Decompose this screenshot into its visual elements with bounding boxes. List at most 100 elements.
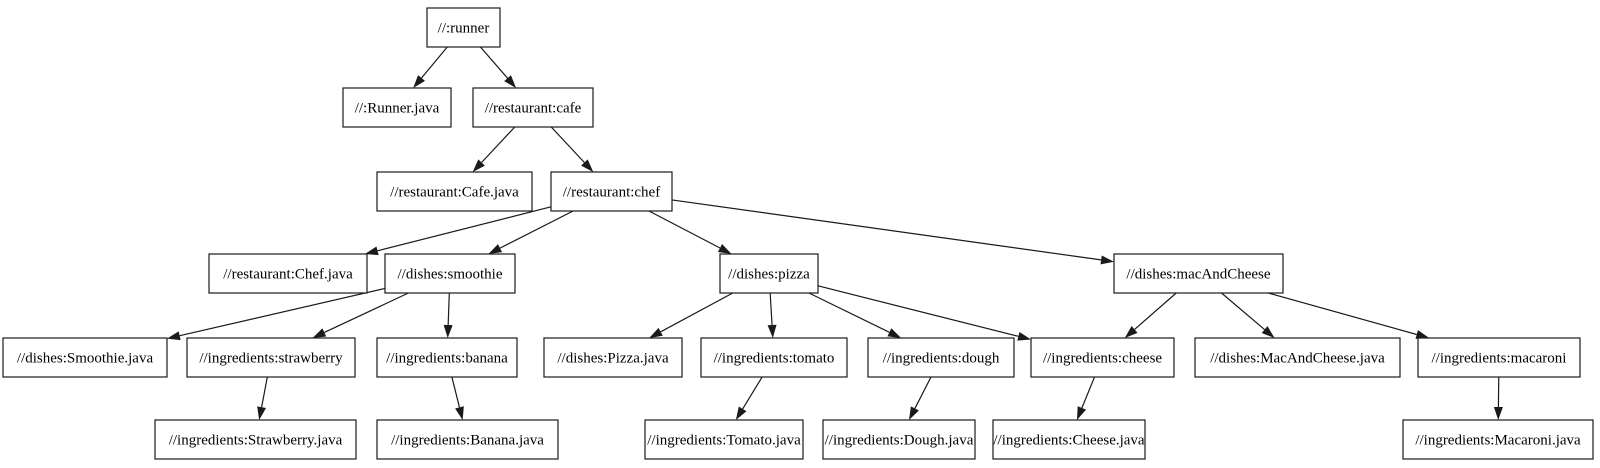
node-box (1417, 337, 1581, 378)
node-label: //restaurant:Cafe.java (390, 185, 519, 201)
edge-line (421, 46, 448, 79)
node-label: //ingredients:tomato (714, 351, 835, 367)
edge-line (769, 292, 773, 326)
node-box (644, 419, 804, 460)
graph-edge-banana-to-banana_java (451, 376, 464, 420)
node-label: //ingredients:Strawberry.java (169, 433, 343, 449)
graph-node-chef_java: //restaurant:Chef.java (208, 253, 368, 294)
graph-node-strawberry: //ingredients:strawberry (186, 337, 356, 378)
graph-node-mac_and_cheese: //dishes:macAndCheese (1113, 253, 1284, 294)
edge-arrowhead-icon (908, 406, 919, 420)
graph-node-cheese: //ingredients:cheese (1030, 337, 1175, 378)
graph-edge-chef-to-chef_java (364, 206, 552, 256)
graph-node-smoothie: //dishes:smoothie (384, 253, 516, 294)
edge-arrowhead-icon (413, 75, 425, 88)
graph-node-dough: //ingredients:dough (867, 337, 1015, 378)
edge-arrowhead-icon (581, 159, 594, 172)
edge-line (1081, 376, 1096, 409)
graph-node-tomato_java: //ingredients:Tomato.java (644, 419, 804, 460)
node-label: //ingredients:Dough.java (825, 433, 974, 449)
node-box (1402, 419, 1594, 460)
graph-node-cafe: //restaurant:cafe (472, 87, 594, 128)
node-label: //ingredients:strawberry (199, 351, 343, 367)
edge-line (914, 376, 932, 409)
node-label: //:Runner.java (355, 101, 440, 117)
graph-node-runner_java: //:Runner.java (342, 87, 452, 128)
node-box (426, 7, 501, 48)
edge-line (648, 210, 721, 249)
node-box (154, 419, 357, 460)
edge-line (671, 199, 1102, 261)
edge-line (1268, 292, 1417, 336)
edge-arrowhead-icon (1493, 406, 1503, 420)
node-box (472, 87, 594, 128)
graph-node-banana_java: //ingredients:Banana.java (376, 419, 559, 460)
node-label: //ingredients:macaroni (1432, 351, 1567, 367)
node-box (208, 253, 368, 294)
graph-node-pizza_java: //dishes:Pizza.java (543, 337, 683, 378)
graph-node-pizza: //dishes:pizza (719, 253, 819, 294)
node-label: //ingredients:banana (386, 351, 508, 367)
graph-edge-runner-to-cafe (479, 46, 517, 88)
graph-edge-cheese-to-cheese_java (1076, 376, 1096, 420)
edge-line (808, 292, 890, 333)
edge-arrowhead-icon (1017, 331, 1031, 341)
graph-node-dough_java: //ingredients:Dough.java (822, 419, 976, 460)
node-box (1113, 253, 1284, 294)
edge-arrowhead-icon (488, 244, 503, 254)
edge-arrowhead-icon (735, 406, 747, 420)
node-box (376, 419, 559, 460)
node-label: //restaurant:cafe (485, 101, 582, 117)
edge-arrowhead-icon (1100, 255, 1114, 265)
edge-arrowhead-icon (167, 331, 181, 341)
graph-node-mac_and_cheese_java: //dishes:MacAndCheese.java (1194, 337, 1401, 378)
node-label: //dishes:Pizza.java (557, 351, 669, 367)
node-box (867, 337, 1015, 378)
edge-line (742, 376, 763, 410)
node-label: //ingredients:Cheese.java (993, 433, 1145, 449)
node-label: //ingredients:Banana.java (391, 433, 544, 449)
graph-node-smoothie_java: //dishes:Smoothie.java (2, 337, 168, 378)
edge-arrowhead-icon (767, 324, 777, 338)
node-label: //dishes:Smoothie.java (17, 351, 154, 367)
node-box (550, 171, 673, 212)
node-box (186, 337, 356, 378)
edge-line (550, 126, 585, 163)
graph-edge-tomato-to-tomato_java (735, 376, 763, 420)
edge-arrowhead-icon (364, 246, 379, 256)
node-label: //dishes:smoothie (398, 267, 503, 283)
node-label: //ingredients:dough (883, 351, 1000, 367)
edge-line (479, 46, 508, 79)
node-label: //ingredients:Macaroni.java (1415, 433, 1581, 449)
edge-line (447, 292, 450, 326)
edge-line (324, 292, 409, 334)
graph-edge-mac_and_cheese-to-macaroni (1268, 292, 1430, 339)
edge-line (481, 126, 516, 163)
edge-arrowhead-icon (312, 328, 327, 338)
graph-node-tomato: //ingredients:tomato (700, 337, 848, 378)
node-label: //ingredients:cheese (1043, 351, 1162, 367)
edge-arrowhead-icon (1076, 406, 1087, 420)
graph-edge-chef-to-smoothie (488, 210, 574, 254)
node-label: //ingredients:Tomato.java (647, 433, 801, 449)
node-box (384, 253, 516, 294)
graph-node-cheese_java: //ingredients:Cheese.java (992, 419, 1146, 460)
edge-line (660, 292, 734, 333)
graph-edge-cafe-to-chef (550, 126, 594, 172)
edge-arrowhead-icon (257, 406, 267, 420)
edge-arrowhead-icon (1415, 330, 1430, 339)
node-box (992, 419, 1146, 460)
edge-line (261, 376, 268, 408)
edge-line (179, 287, 386, 337)
node-box (719, 253, 819, 294)
graph-edge-smoothie-to-strawberry (312, 292, 409, 338)
edge-layer (167, 46, 1503, 420)
graph-node-strawberry_java: //ingredients:Strawberry.java (154, 419, 357, 460)
graph-edge-macaroni-to-macaroni_java (1493, 376, 1503, 420)
edge-line (1134, 292, 1177, 330)
edge-arrowhead-icon (717, 244, 732, 254)
edge-arrowhead-icon (1124, 326, 1138, 338)
edge-line (499, 210, 574, 249)
node-box (376, 337, 518, 378)
